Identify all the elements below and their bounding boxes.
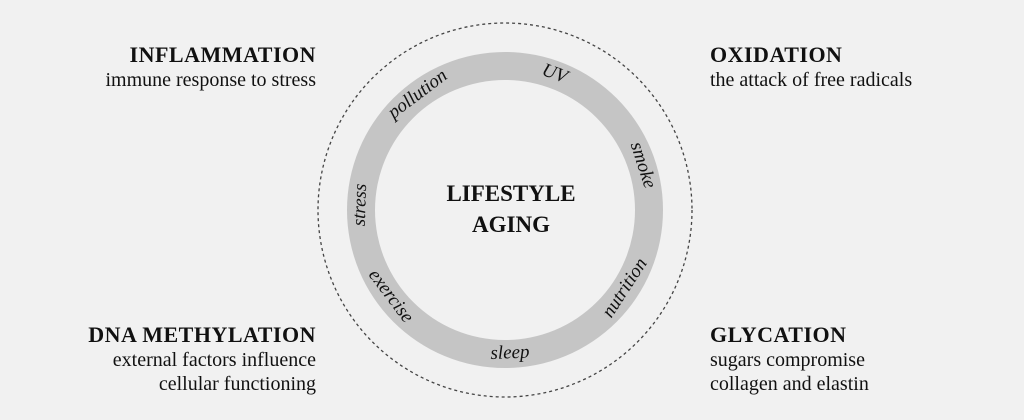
inflammation-desc: immune response to stress xyxy=(105,69,316,92)
oxidation-desc: the attack of free radicals xyxy=(710,69,913,92)
dna-methylation-title: DNA METHYLATION xyxy=(88,322,316,347)
ring-word-stress: stress xyxy=(349,183,371,226)
inflammation-block: INFLAMMATION immune response to stress xyxy=(105,42,316,92)
center-label-line1: LIFESTYLE xyxy=(446,181,575,206)
glycation-desc-line2: collagen and elastin xyxy=(710,373,869,396)
ring-word-sleep: sleep xyxy=(490,342,530,364)
outer-dashed-circle xyxy=(317,22,693,398)
dna-methylation-desc-line2: cellular functioning xyxy=(158,373,316,396)
glycation-title: GLYCATION xyxy=(710,322,847,347)
glycation-block: GLYCATION sugars compromise collagen and… xyxy=(710,322,869,396)
inner-circle xyxy=(375,80,635,340)
center-label-line2: AGING xyxy=(472,212,550,237)
oxidation-block: OXIDATION the attack of free radicals xyxy=(710,42,912,92)
inflammation-title: INFLAMMATION xyxy=(129,42,316,67)
dna-methylation-desc-line1: external factors influence xyxy=(112,349,316,372)
glycation-desc-line1: sugars compromise xyxy=(710,349,865,372)
oxidation-title: OXIDATION xyxy=(710,42,843,67)
dna-methylation-block: DNA METHYLATION external factors influen… xyxy=(88,322,316,396)
